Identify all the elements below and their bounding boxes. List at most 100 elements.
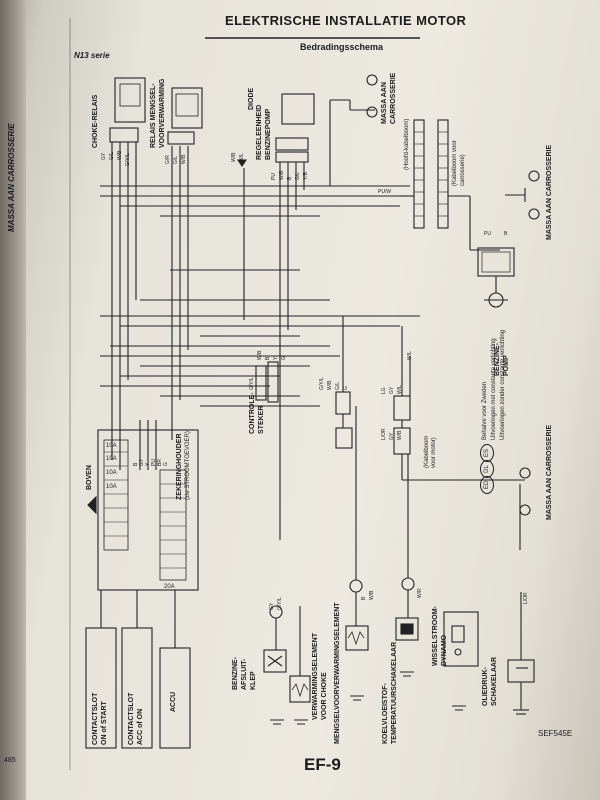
oliedruk-symbol: [507, 592, 535, 715]
wire-code: GY: [389, 386, 395, 394]
wire-code: W/B: [397, 430, 403, 440]
kabelboom-motor-label-2: voor motor): [431, 437, 437, 468]
fuse-rating: 10A: [106, 470, 117, 476]
wisselstroom-label-2: DYNAMO: [441, 634, 448, 666]
oliedruk-label-2: SCHAKELAAR: [491, 657, 498, 706]
legend-code-ed: ED: [480, 476, 494, 494]
massa-lower-right-label: MASSA AAN CARROSSERIE: [546, 424, 553, 520]
dynamo-symbol: [443, 611, 479, 667]
zekeringhouder-label-1: ZEKERINGHOUDER: [176, 433, 183, 500]
choke-relais-label: CHOKE-RELAIS: [92, 94, 99, 148]
kabelboom-motor-label-1: (Kabelboom: [424, 435, 430, 468]
verwarming-choke-label-1: VERWARMINGSELEMENT: [312, 633, 319, 720]
relais-mengsel-symbol: [167, 87, 203, 145]
wire-code: LG: [381, 387, 387, 394]
choke-relais-symbol: [109, 77, 146, 143]
fuse-rating: 10A: [106, 484, 117, 490]
regeleenheid-label-1: REGELEENHEID: [256, 104, 263, 160]
legend-text-dl: Uitvoeringen met constante verlichting: [491, 338, 497, 440]
wire-code: G/Y/L: [319, 377, 325, 390]
diagram-subtitle: Bedradingsschema: [300, 42, 384, 52]
page-number: EF-9: [304, 755, 341, 774]
accu-label: ACCU: [170, 691, 177, 712]
wire-code: B: [265, 356, 271, 360]
contactslot-start-label-2: ON of START: [101, 701, 108, 745]
wire-code: L/OR: [523, 592, 529, 604]
benzinepomp-symbol: [477, 247, 515, 308]
mengselvoorverwarming-label: MENGSELVOORVERWARMINGSELEMENT: [334, 602, 341, 744]
fuse-rating: 10A: [106, 443, 117, 449]
wire-code: L/OR: [381, 428, 387, 440]
wire-code: GY: [101, 152, 107, 160]
koelvloeistof-label-2: TEMPERATUURSCHAKELAAR: [391, 641, 398, 744]
wire-code: G/L: [335, 381, 341, 390]
relais-mengsel-label-2: VOORVERWARMING: [159, 78, 166, 148]
afsluitklep-label-3: KLEP: [250, 671, 257, 690]
figure-code: SEF545E: [538, 729, 573, 738]
afsluitklep-label-1: BENZINE-: [232, 656, 239, 690]
relais-mengsel-label-1: RELAIS MENGSEL-: [150, 83, 157, 148]
page-binding: [0, 0, 26, 800]
wire-code: G/L: [109, 151, 115, 160]
page-title: ELEKTRISCHE INSTALLATIE MOTOR: [225, 13, 467, 28]
wire-code: W/B: [257, 350, 263, 360]
wire-code: G/Y/L: [125, 153, 131, 166]
wire-code: W/B: [369, 590, 375, 600]
wire-code: W/L: [407, 351, 413, 360]
wire-code: PU/W: [378, 189, 392, 195]
kabelboom-carrosserie-connector: [437, 119, 449, 229]
afsluitklep-label-2: AFSLUIT-: [241, 658, 248, 691]
koelvloeistof-symbol: [395, 454, 419, 641]
wire-code: B: [504, 231, 508, 237]
legend-text-ed: Uitvoeringen zonder constante verlichtin…: [500, 329, 506, 440]
left-page-number: 485: [4, 757, 16, 764]
wire-code: Y/B: [303, 171, 309, 180]
wire-code: B: [361, 596, 367, 600]
massa-top-label-2: CARROSSERIE: [390, 72, 397, 124]
wire-code: Y: [273, 356, 279, 360]
oliedruk-label-1: OLIEDRUK-: [482, 667, 489, 706]
wire-code: W/B: [117, 150, 123, 160]
fuse-rating: 20A: [164, 584, 175, 590]
massa-right-label: MASSA AAN CARROSSERIE: [546, 144, 553, 240]
mengselvoorverwarming-symbol: [345, 406, 369, 651]
wire-code: G: [343, 386, 349, 390]
wire-code: G: [163, 462, 169, 466]
contactslot-start-label-1: CONTACTSLOT: [92, 692, 99, 745]
wire-code: G/R: [165, 155, 171, 164]
kabelboom-carrosserie-label-1: (Kabelboom voor: [452, 140, 458, 186]
wire-code: B: [287, 176, 293, 180]
wire-code: PU: [271, 173, 277, 180]
diode-label: DIODE: [248, 87, 255, 110]
controle-steker-symbol: [255, 361, 279, 403]
wisselstroom-label-1: WISSELSTROOM-: [432, 606, 439, 666]
afsluitklep-symbol: [263, 605, 287, 673]
fuse-rating: 10A: [106, 456, 117, 462]
bottom-left-boxes: [85, 590, 191, 749]
wire-code: GY: [389, 432, 395, 440]
zekeringhouder-label-2: (zie STROOMTOEVOER): [185, 431, 191, 500]
verwarming-choke-label-2: VOOR CHOKE: [321, 672, 328, 720]
controle-steker-label-1: CONTROLE-: [249, 392, 256, 434]
wire-code: W/R: [417, 588, 423, 598]
legend-text-es: Behalve voor Zweden: [482, 381, 488, 440]
regeleenheid-symbol: [275, 93, 315, 163]
wire-code: PU: [484, 231, 491, 237]
wire-code: GY: [269, 602, 275, 610]
koelvloeistof-label-1: KOELVLOEISTOF-: [382, 683, 389, 744]
massa-top-label-1: MASSA AAN: [381, 82, 388, 124]
regeleenheid-label-2: BENZINEPOMP: [265, 108, 272, 160]
contactslot-acc-label-1: CONTACTSLOT: [128, 692, 135, 745]
wire-code: W/L: [397, 385, 403, 394]
wire-code: G/Y/L: [249, 377, 255, 390]
hoofd-kabelboom-label: (Hoofd-kabelboom): [404, 118, 410, 170]
contactslot-acc-label-2: ACC of ON: [137, 708, 144, 745]
wire-code: W/B: [327, 380, 333, 390]
wire-code: W/B: [181, 154, 187, 164]
kabelboom-carrosserie-label-2: carrosserie): [460, 154, 466, 186]
controle-steker-label-2: STEKER: [258, 405, 265, 434]
wire-code: W/B: [231, 152, 237, 162]
wire-code: G/L: [173, 155, 179, 164]
